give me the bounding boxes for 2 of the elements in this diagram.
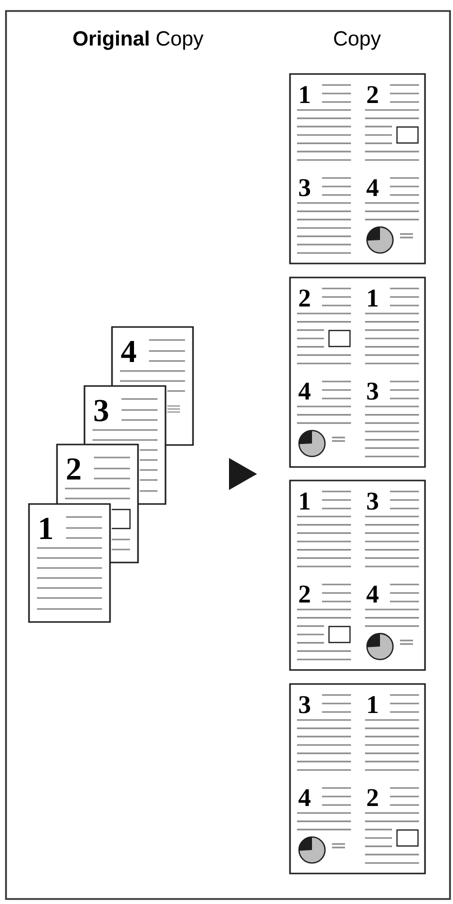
column-heading: Original Copy: [73, 30, 204, 50]
column-heading: Copy: [334, 31, 381, 50]
